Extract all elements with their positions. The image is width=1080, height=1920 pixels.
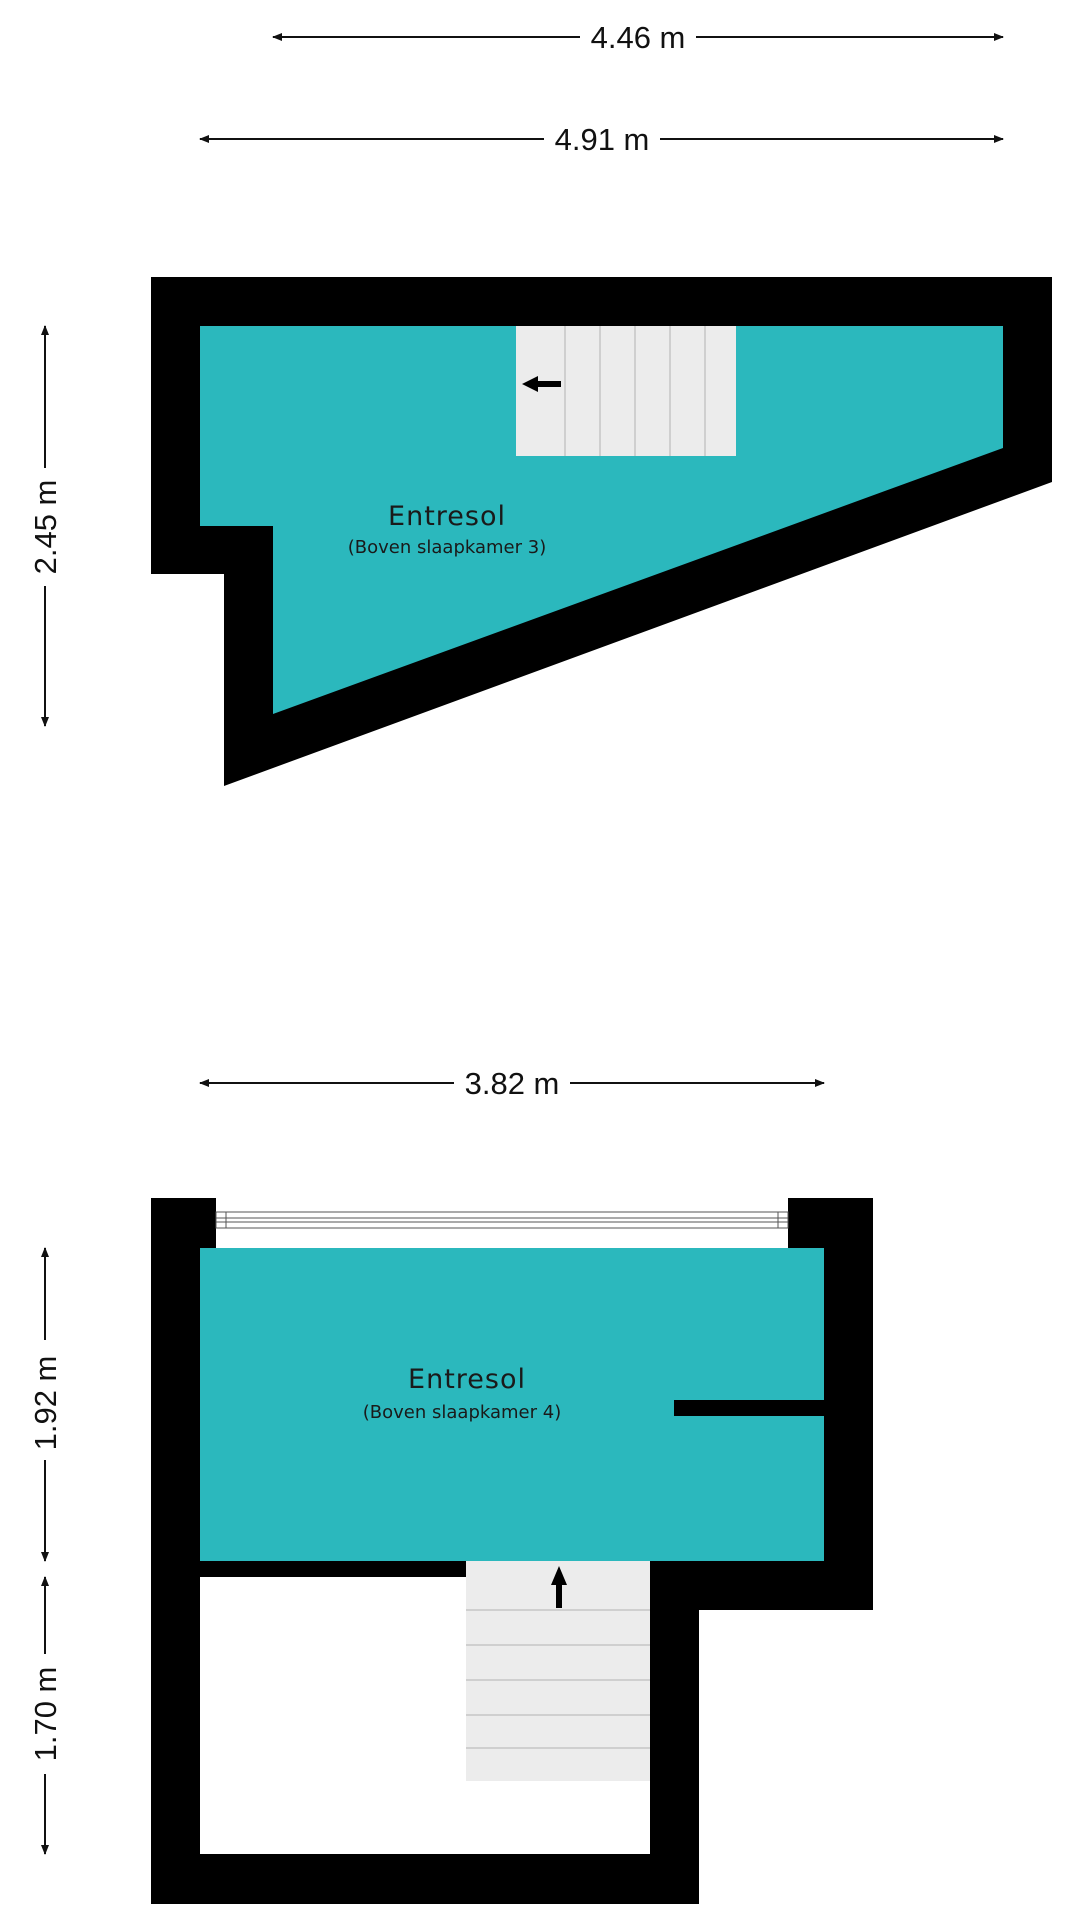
dimension-label-lower-room-height: 1.92 m [28,1356,63,1451]
stair-arrow-up-icon [551,1566,567,1608]
upper-stair [516,326,736,456]
lower-room-subtitle: (Boven slaapkamer 4) [363,1402,561,1423]
dimension-lower-width: 3.82 m [199,1066,825,1101]
dimension-label-upper-height: 2.45 m [28,480,63,575]
lower-stair [466,1561,650,1781]
partition-wall [674,1400,824,1416]
dimension-lower-room-height: 1.92 m [28,1247,63,1562]
upper-room-name: Entresol [388,501,506,532]
dimension-lower-stair-height: 1.70 m [28,1576,63,1855]
lower-plan: Entresol (Boven slaapkamer 4) 3.82 m 1.9… [28,1066,873,1904]
lower-room-name: Entresol [408,1364,526,1395]
dimension-top-width: 4.46 m [272,20,1004,55]
dimension-label-top-width: 4.46 m [591,20,686,55]
dimension-label-full-width: 4.91 m [555,122,650,157]
dimension-full-width: 4.91 m [199,122,1004,157]
window [215,1211,789,1229]
upper-room-subtitle: (Boven slaapkamer 3) [348,537,546,558]
dimension-label-lower-width: 3.82 m [465,1066,560,1101]
upper-floor [200,326,1003,714]
dimension-label-lower-stair-height: 1.70 m [28,1667,63,1762]
upper-plan: Entresol (Boven slaapkamer 3) 4.46 m 4.9… [28,20,1052,786]
stair-arrow-left-icon [522,376,561,392]
dimension-upper-height: 2.45 m [28,325,63,727]
